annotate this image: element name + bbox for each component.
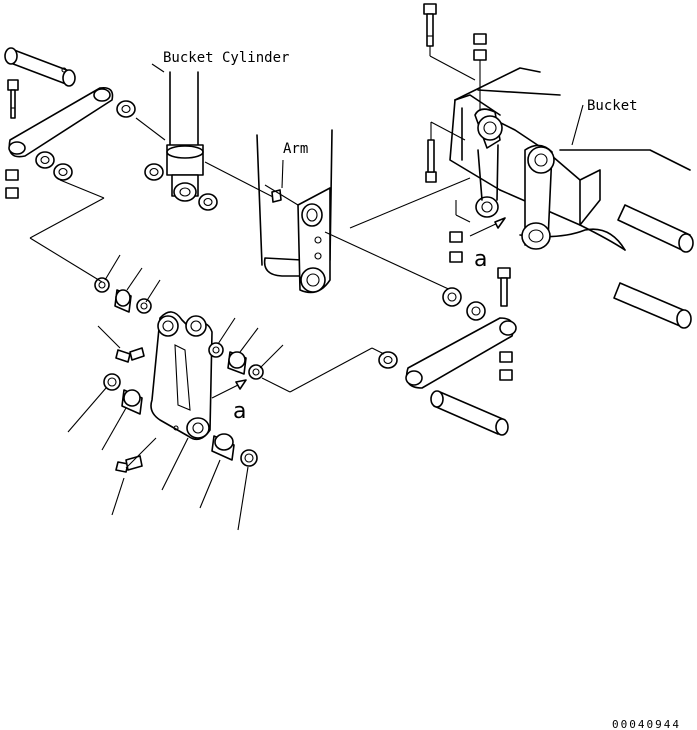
link-right [405,317,517,389]
bushings-upper-left [94,277,152,314]
label-ref-a-left: a [233,399,246,424]
bolt-top-right [423,3,487,110]
label-ref-a-right: a [474,247,487,272]
grease-fitting-upper [115,347,145,363]
grease-fitting-lower [115,455,143,473]
label-bucket-cylinder: Bucket Cylinder [163,50,289,66]
pin-bottom-right [430,390,509,436]
cylinder-washers [144,163,218,211]
pin-upper-right [617,204,694,253]
drawing-code: 00040944 [612,718,681,730]
bolt-mid-right [425,121,466,183]
label-bucket: Bucket [587,98,638,114]
pin-lower-right [613,282,692,329]
bucket-link [150,311,213,441]
arrow-a-right [469,217,506,237]
bushings-lower [103,373,258,467]
nuts-right-link [499,351,513,381]
bushings-upper-right [208,342,264,380]
pin-top-left [4,47,76,87]
bucket [449,67,691,251]
nuts-mid-right [449,200,471,263]
bucket-cylinder [166,71,204,202]
leader-lines [29,63,385,531]
washers-arm-right [442,287,486,321]
bolt-top-left [7,79,19,119]
washers-left [5,100,136,199]
label-arm: Arm [283,141,308,157]
link-left [8,86,114,158]
bolt-right-side [497,267,511,307]
arm [256,129,333,294]
washer-right-link [378,351,398,369]
arrow-a-left [211,379,247,399]
